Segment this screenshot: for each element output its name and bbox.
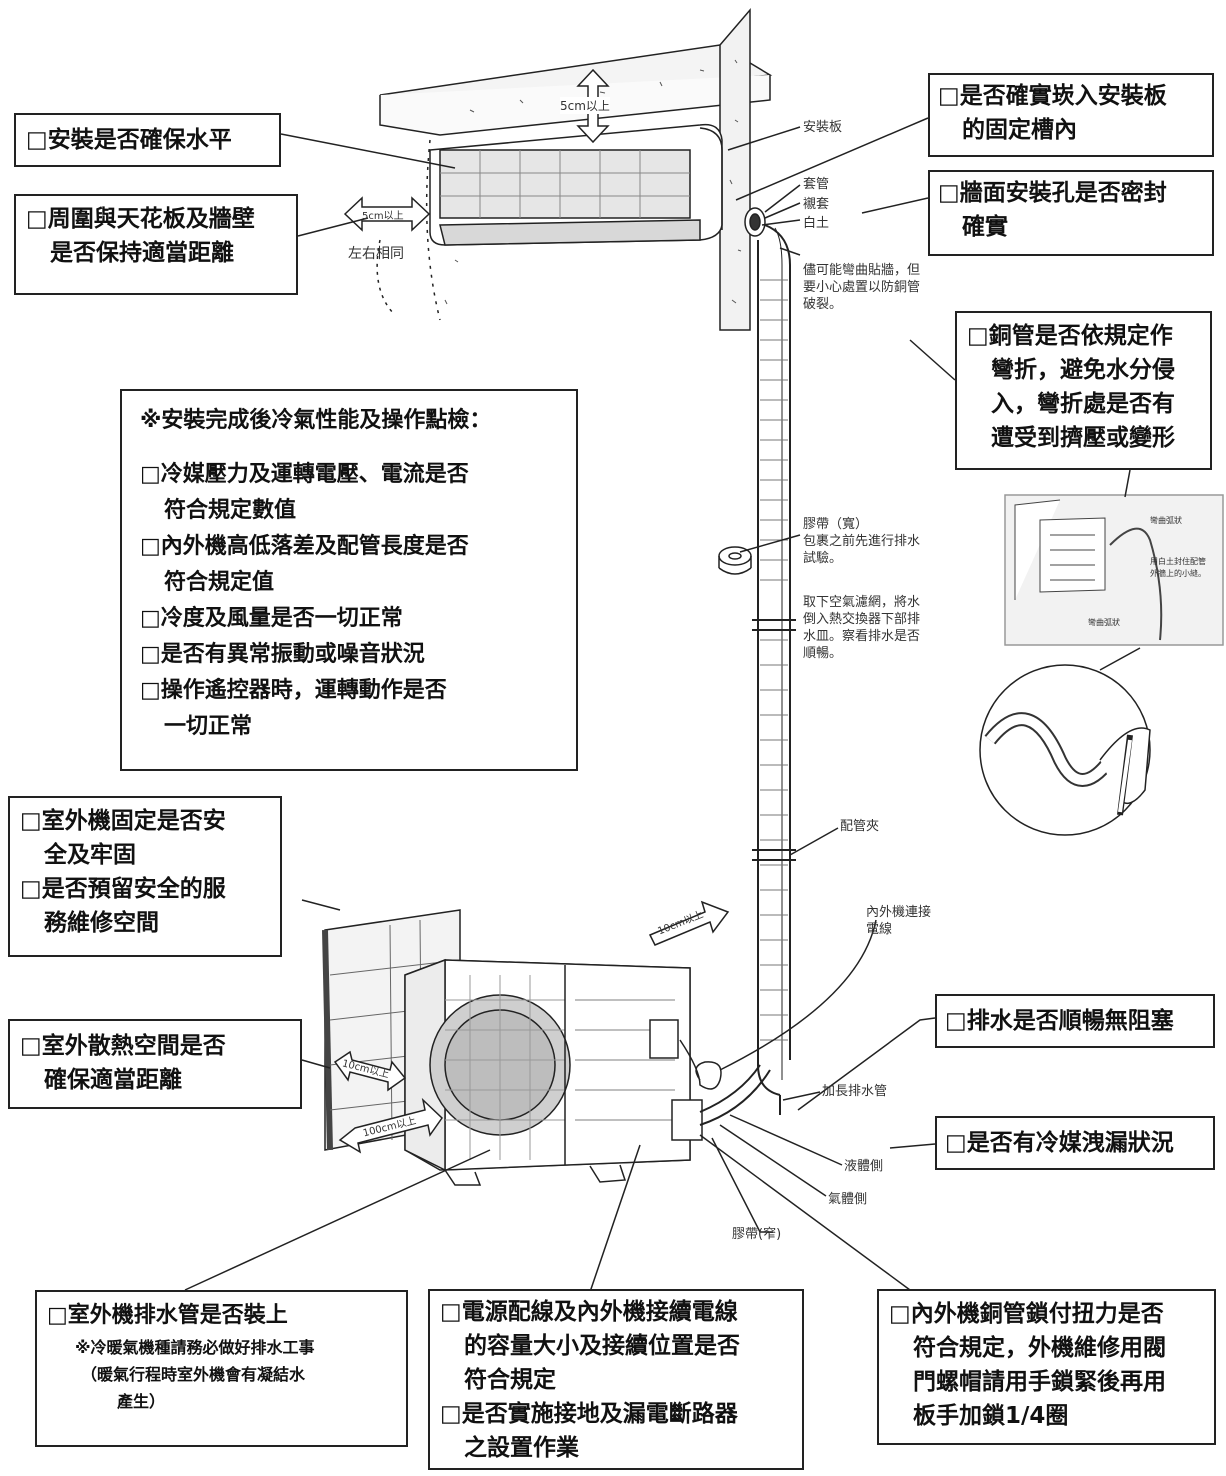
side-gap-arrow	[343, 196, 431, 232]
side-gap-label: 5cm以上	[362, 211, 404, 222]
mount-plate-label: 安裝板	[803, 120, 843, 135]
top-gap-label: 5cm以上	[560, 97, 610, 114]
inset-label-b: 用白土封住配管	[1150, 557, 1206, 566]
check-outdoor-drain: □室外機排水管是否裝上 ※冷暖氣機種請務必做好排水工事 （暖氣行程時室外機會有凝…	[35, 1290, 408, 1447]
performance-title: ※安裝完成後冷氣性能及操作點檢：	[140, 408, 492, 433]
inset-label-a: 彎曲弧狀	[1150, 516, 1182, 525]
indoor-unit	[429, 123, 723, 246]
pipe-clamp-label: 配管夾	[840, 819, 880, 834]
outdoor-unit	[404, 958, 703, 1186]
pipe-run	[752, 224, 796, 1096]
check-torque: □內外機銅管鎖付扭力是否 符合規定，外機維修用閥 門螺帽請用手鎖緊後再用 板手加…	[877, 1289, 1216, 1445]
check-mount-slot: □是否確實崁入安裝板 的固定槽內	[928, 73, 1214, 157]
tape-narrow-label: 膠帶(窄)	[732, 1227, 782, 1242]
check-outdoor-space: □室外散熱空間是否 確保適當距離	[8, 1019, 302, 1109]
drain-test-label: 取下空氣濾網，將水 倒入熱交換器下部排 水皿。察看排水是否 順暢。	[803, 595, 921, 661]
inset-label-d: 彎曲弧狀	[1088, 618, 1120, 627]
check-pipe-bend: □銅管是否依規定作 彎折，避免水分侵 入，彎折處是否有 遭受到擠壓或變形	[955, 311, 1212, 470]
sleeve-label: 套管	[803, 177, 830, 192]
performance-checklist: ※安裝完成後冷氣性能及操作點檢： □冷媒壓力及運轉電壓、電流是否 符合規定數值 …	[120, 389, 578, 771]
back-gap-arrow-1	[648, 900, 730, 946]
check-refrigerant-leak: □是否有冷媒洩漏狀況	[935, 1116, 1215, 1170]
liquid-side-label: 液體側	[844, 1159, 884, 1174]
check-wall-seal: □牆面安裝孔是否密封 確實	[928, 170, 1214, 256]
putty-label: 白土	[803, 216, 830, 231]
bend-note: 儘可能彎曲貼牆，但 要小心處置以防銅管 破裂。	[803, 263, 921, 312]
front-gap-arrow	[338, 1097, 443, 1154]
leader-lines	[184, 117, 1141, 1293]
indoor-wall	[719, 7, 751, 331]
liner-label: 襯套	[803, 197, 830, 212]
tape-wide-label: 膠帶（寬） 包裹之前先進行排水 試驗。	[803, 517, 921, 566]
lr-same-label: 左右相同	[348, 246, 404, 262]
check-clearance: □周圍與天花板及牆壁 是否保持適當距離	[14, 194, 298, 295]
gas-side-label: 氣體側	[828, 1192, 868, 1207]
inset-label-c: 外牆上的小縫。	[1150, 569, 1206, 578]
check-drain-flow: □排水是否順暢無阻塞	[935, 994, 1215, 1048]
magnified-pipe	[979, 664, 1151, 836]
check-wiring: □電源配線及內外機接續電線 的容量大小及接續位置是否 符合規定 □是否實施接地及…	[428, 1289, 804, 1470]
check-outdoor-fix: □室外機固定是否安 全及牢固 □是否預留安全的服 務維修空間	[8, 796, 282, 957]
back-gap-arrow-2	[333, 1050, 407, 1092]
connection-wire-label: 內外機連接 電線	[866, 905, 932, 937]
check-level: □安裝是否確保水平	[14, 113, 281, 167]
extension-drain-label: 加長排水管	[822, 1084, 888, 1099]
